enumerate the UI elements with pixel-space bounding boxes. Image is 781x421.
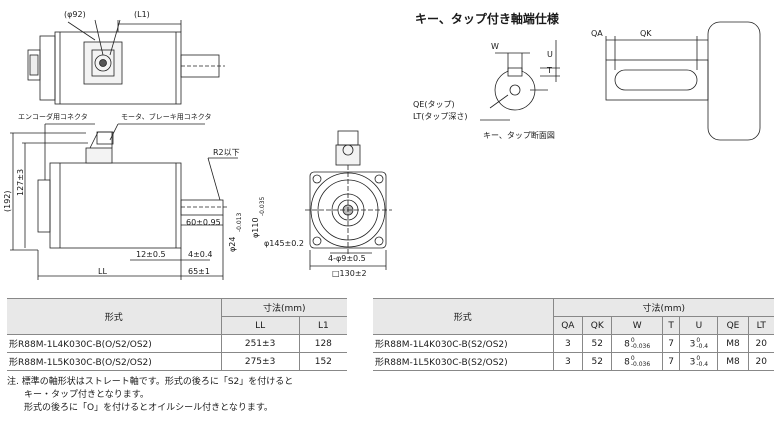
table2-qe: M8 [717, 352, 749, 371]
table2-qe: M8 [717, 334, 749, 353]
qa-label: QA [591, 29, 603, 38]
r2-label: R2以下 [213, 148, 240, 157]
key-shaft-view [605, 21, 761, 141]
table2-u-value: 3 [689, 357, 696, 367]
table2-w-value: 8 [624, 357, 630, 367]
dim-110-label: φ110 [251, 217, 260, 238]
table2-header-qe: QE [717, 316, 749, 335]
encoder-connector-label: エンコーダ用コネクタ [18, 113, 88, 121]
section-label: キー、タップ断面図 [483, 131, 555, 140]
table2-model: 形R88M-1L5K030C-B(S2/OS2) [373, 352, 553, 371]
table2-header-lt: LT [747, 316, 774, 335]
table2-qk: 52 [582, 352, 612, 371]
table2-header-model: 形式 [373, 298, 553, 335]
dim-24-tol-label: -0.013 [236, 212, 243, 232]
table2-u-tol: 0-0.4 [696, 354, 709, 368]
ll-label: LL [98, 267, 107, 276]
table1-header-ll: LL [220, 316, 300, 335]
qk-label: QK [640, 29, 652, 38]
table1-l1: 152 [298, 352, 347, 371]
side-view [10, 123, 238, 280]
dimension-table-2: 形式 寸法(mm) QA QK W T U QE LT 形R88M-1L4K03… [373, 298, 774, 371]
table2-lt: 20 [747, 334, 774, 353]
tol-upper: 0 [696, 336, 701, 344]
t-label: T [547, 66, 552, 75]
dim-4-label: 4±0.4 [188, 250, 213, 259]
table1-header-model: 形式 [7, 298, 221, 335]
table2-header-w: W [611, 316, 663, 335]
l1-label: (L1) [134, 10, 150, 19]
table2-u-tol: 0-0.4 [696, 336, 709, 350]
table1-model: 形R88M-1L4K030C-B(O/S2/OS2) [7, 334, 221, 353]
tol-lower: -0.4 [696, 360, 709, 368]
qe-label: QE(タップ) [413, 100, 455, 109]
page-title: キー、タップ付き軸端仕様 [415, 12, 559, 26]
table2-lt: 20 [747, 352, 774, 371]
table2-t: 7 [661, 334, 680, 353]
table2-header-qk: QK [582, 316, 612, 335]
table2-header-qa: QA [552, 316, 583, 335]
front-view [305, 130, 392, 270]
key-section-view [480, 40, 560, 121]
note-line-3: 形式の後ろに「O」を付けるとオイルシール付きとなります。 [24, 403, 273, 413]
table2-model: 形R88M-1L4K030C-B(S2/OS2) [373, 334, 553, 353]
table1-model: 形R88M-1L5K030C-B(O/S2/OS2) [7, 352, 221, 371]
table2-header-dims: 寸法(mm) [552, 298, 774, 317]
note-line-1: 注. 標準の軸形状はストレート軸です。形式の後ろに「S2」を付けると [7, 377, 294, 387]
phi145-label: φ145±0.2 [264, 239, 304, 248]
table2-header-u: U [679, 316, 718, 335]
square-label: □130±2 [332, 269, 367, 278]
tol-upper: 0 [696, 354, 701, 362]
tol-lower: -0.036 [630, 342, 651, 350]
table2-w-tol: 0-0.036 [630, 354, 651, 368]
table-row: 形R88M-1L5K030C-B(O/S2/OS2) 275±3 152 [7, 352, 347, 371]
table1-header-l1: L1 [298, 316, 347, 335]
dimension-table-1: 形式 寸法(mm) LL L1 形R88M-1L4K030C-B(O/S2/OS… [7, 298, 347, 371]
table1-header-dims: 寸法(mm) [220, 298, 347, 317]
tol-upper: 0 [630, 336, 635, 344]
table2-t: 7 [661, 352, 680, 371]
table2-w-value: 8 [624, 339, 630, 349]
table2-qa: 3 [552, 334, 583, 353]
table1-ll: 251±3 [220, 334, 300, 353]
motor-brake-connector-label: モータ、ブレーキ用コネクタ [121, 113, 212, 121]
holes-label: 4-φ9±0.5 [328, 254, 366, 263]
table2-header-t: T [661, 316, 680, 335]
dim-65-label: 65±1 [188, 267, 210, 276]
w-label: W [491, 42, 499, 51]
dim-24-label: φ24 [228, 236, 237, 252]
dim-60-label: 60±0.95 [186, 218, 221, 227]
dim-12-label: 12±0.5 [136, 250, 166, 259]
table2-w-tol: 0-0.036 [630, 336, 651, 350]
top-view [27, 19, 225, 105]
note-line-2: キー・タップ付きとなります。 [24, 390, 149, 400]
table2-qk: 52 [582, 334, 612, 353]
dim-110-tol-label: -0.035 [259, 196, 266, 216]
phi92-label: (φ92) [64, 10, 86, 19]
table-row: 形R88M-1L4K030C-B(O/S2/OS2) 251±3 128 [7, 334, 347, 353]
dim-127-label: 127±3 [16, 168, 25, 196]
tol-lower: -0.036 [630, 360, 651, 368]
lt-label: LT(タップ深さ) [413, 112, 468, 121]
table1-l1: 128 [298, 334, 347, 353]
u-label: U [547, 50, 553, 59]
table1-ll: 275±3 [220, 352, 300, 371]
table2-qa: 3 [552, 352, 583, 371]
tol-upper: 0 [630, 354, 635, 362]
tol-lower: -0.4 [696, 342, 709, 350]
dim-192-label: (192) [3, 190, 12, 212]
table2-u-value: 3 [689, 339, 696, 349]
